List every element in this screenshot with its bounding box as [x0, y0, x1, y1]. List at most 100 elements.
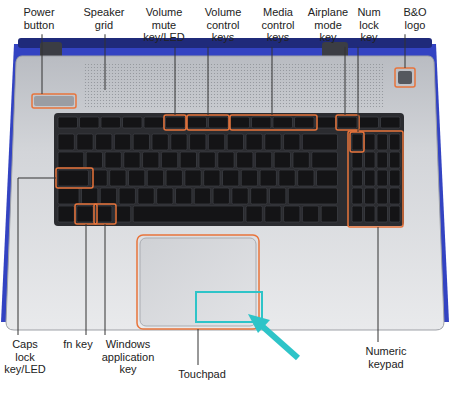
key: [185, 170, 201, 186]
key: [274, 152, 290, 168]
key: [166, 170, 182, 186]
key: [223, 170, 239, 186]
leader-line: [208, 47, 209, 115]
part-label: Speaker grid: [78, 6, 130, 31]
key: [227, 134, 243, 150]
key: [119, 188, 135, 204]
part-label: Power button: [14, 6, 64, 31]
key: [352, 134, 363, 150]
key: [123, 117, 143, 128]
part-label: B&O logo: [392, 6, 438, 31]
key: [317, 170, 338, 186]
key: [265, 206, 281, 222]
key: [302, 206, 318, 222]
key: [190, 134, 206, 150]
key: [288, 188, 337, 204]
touchpad: [140, 238, 256, 326]
part-label: Caps lock key/LED: [2, 338, 48, 376]
logo-mark: [398, 71, 412, 84]
key: [381, 117, 401, 128]
key: [86, 152, 102, 168]
callout-outline: [56, 168, 93, 188]
key: [157, 188, 173, 204]
callout-outline: [350, 132, 364, 152]
key: [100, 188, 116, 204]
key: [77, 134, 93, 150]
key: [209, 117, 229, 128]
part-label: Media control keys: [252, 6, 304, 44]
key: [180, 152, 196, 168]
key: [377, 188, 388, 204]
key: [218, 152, 234, 168]
key: [138, 188, 154, 204]
key: [365, 170, 376, 186]
key: [161, 152, 177, 168]
key: [365, 188, 376, 204]
callout-outline: [348, 131, 403, 227]
key: [230, 117, 250, 128]
key: [295, 117, 315, 128]
callout-outline: [395, 68, 415, 87]
leader-line: [105, 224, 106, 335]
key: [352, 188, 363, 204]
key: [232, 188, 248, 204]
key: [390, 188, 401, 204]
key: [377, 134, 388, 150]
callout-outline: [336, 115, 359, 130]
key: [208, 134, 224, 150]
key: [176, 188, 192, 204]
key: [187, 117, 207, 128]
key: [152, 134, 168, 150]
part-label: Numeric keypad: [356, 345, 416, 370]
leader-line: [358, 47, 359, 132]
key: [365, 206, 376, 222]
keyboard-well: [54, 113, 404, 226]
key: [284, 134, 300, 150]
key: [352, 206, 363, 222]
key: [105, 152, 121, 168]
leader-line: [378, 227, 379, 342]
leader-line: [198, 329, 199, 365]
key: [352, 170, 363, 186]
key: [114, 206, 130, 222]
leader-line: [105, 34, 106, 90]
key: [143, 152, 159, 168]
callout-outline: [137, 235, 259, 329]
key: [246, 134, 262, 150]
callout-outline: [32, 94, 76, 108]
key: [284, 206, 300, 222]
key: [144, 117, 164, 128]
key: [260, 170, 276, 186]
key: [114, 134, 130, 150]
key: [377, 170, 388, 186]
callout-outline: [187, 115, 229, 130]
key: [377, 152, 388, 168]
key: [80, 117, 100, 128]
leader-line: [86, 224, 87, 335]
power-button: [34, 96, 74, 106]
key: [129, 170, 145, 186]
key: [58, 188, 79, 204]
leader-line: [42, 34, 43, 94]
callout-outline: [94, 204, 116, 224]
key: [77, 206, 93, 222]
key: [390, 206, 401, 222]
leader-lines: [18, 34, 405, 365]
pointer-arrow-head: [248, 314, 270, 333]
key: [171, 134, 187, 150]
key: [255, 152, 271, 168]
key: [110, 170, 126, 186]
key: [58, 117, 78, 128]
key: [316, 117, 336, 128]
key: [58, 206, 74, 222]
key: [302, 134, 337, 150]
key: [270, 188, 286, 204]
key: [390, 152, 401, 168]
key: [101, 117, 121, 128]
key: [96, 206, 112, 222]
key: [252, 117, 272, 128]
leader-line: [405, 34, 406, 68]
pointer-arrow-shaft: [262, 326, 298, 358]
part-label: fn key: [62, 338, 94, 351]
key: [204, 170, 220, 186]
